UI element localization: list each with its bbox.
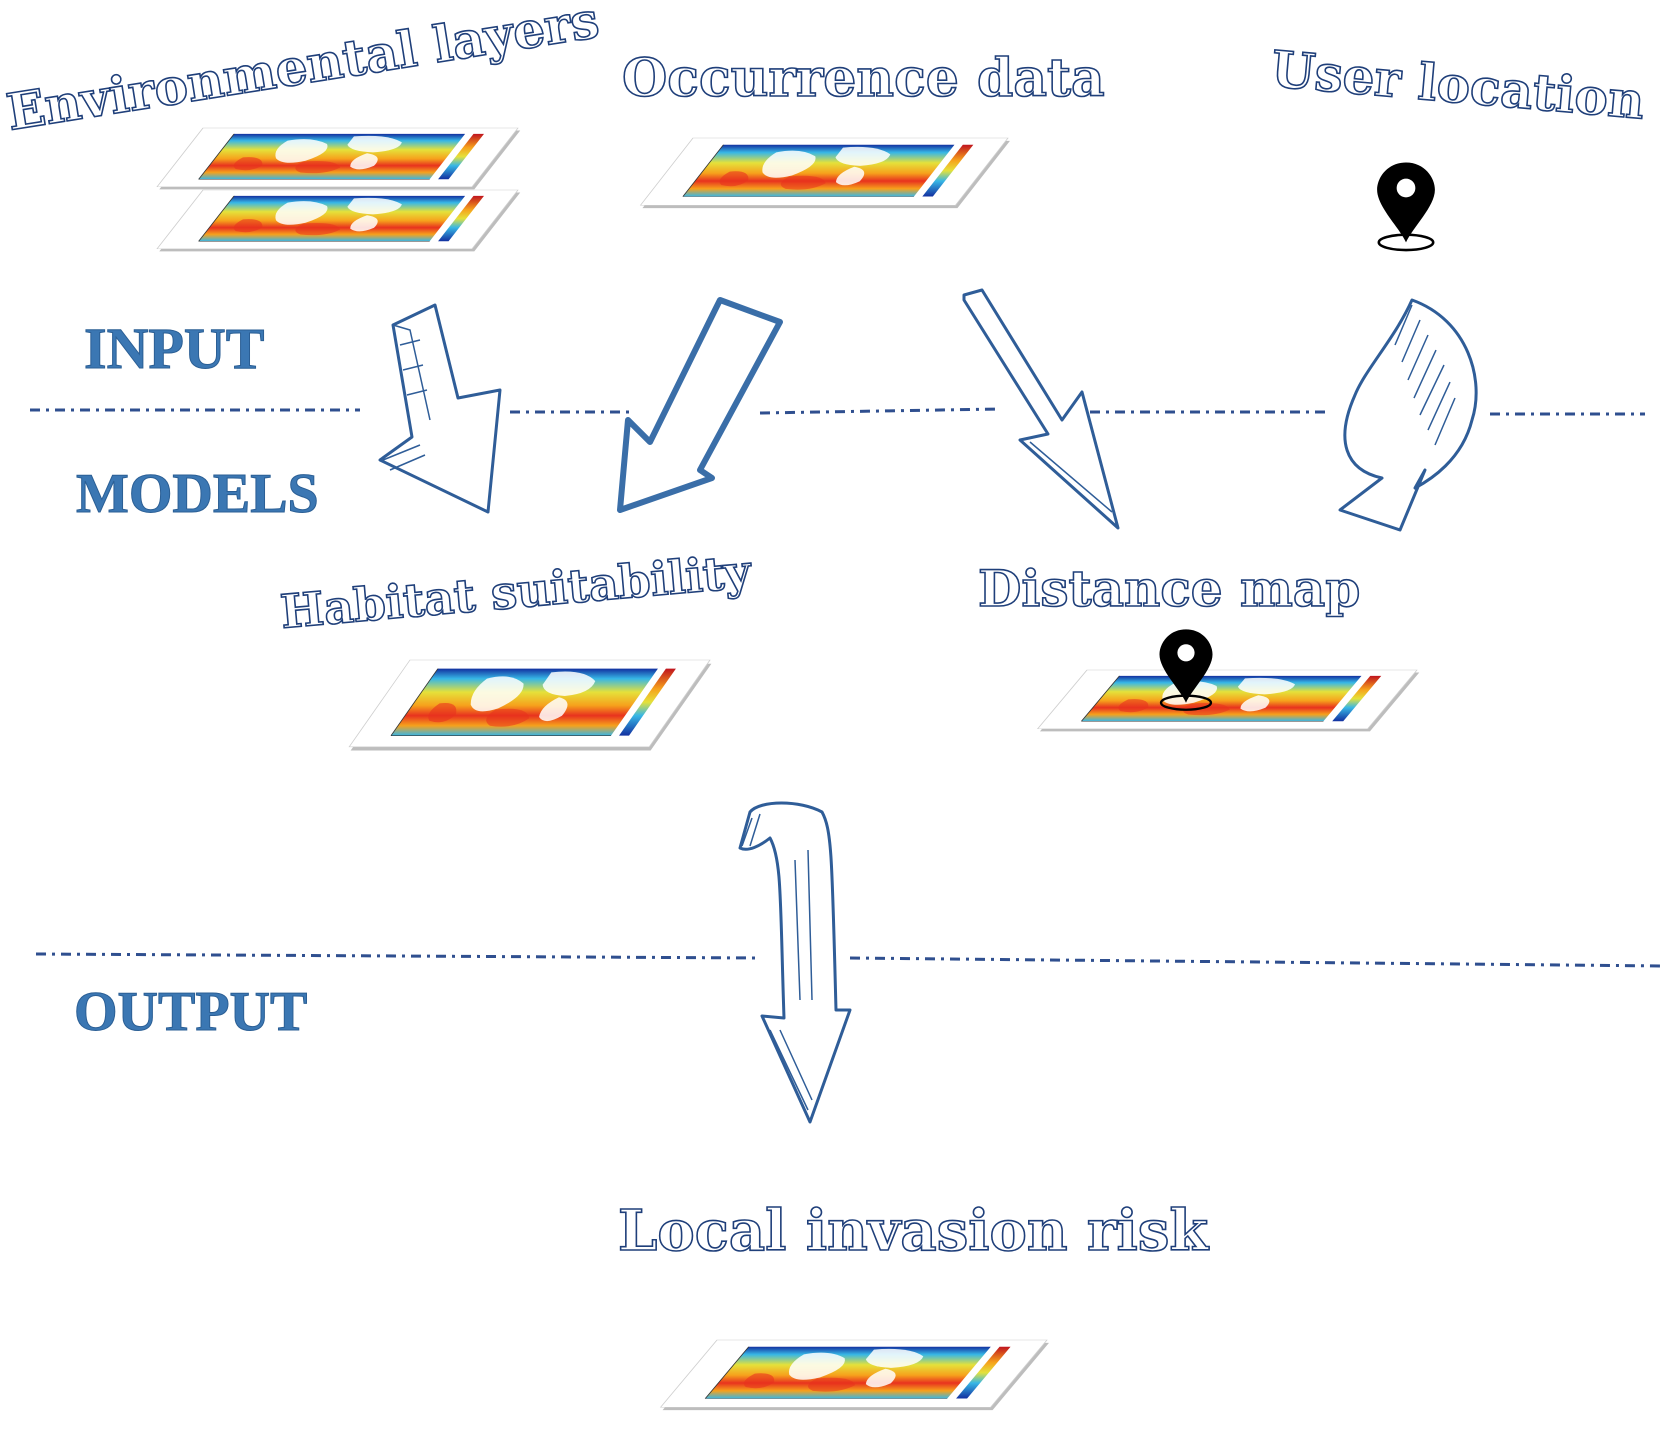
environmental-layers-title: Environmental layers [3,0,603,142]
models-output-divider-1 [35,952,761,960]
distance-map-pin-icon [1158,628,1214,711]
arrow-models-to-output [738,801,852,1124]
environmental-layer-map-front [154,127,523,190]
input-section-label: INPUT [84,316,264,381]
occurrence-data-map [637,137,1013,209]
user-location-title: User location [1269,39,1647,130]
models-output-divider-2 [849,956,1665,968]
models-section-label: MODELS [76,463,319,525]
arrow-environmental-to-habitat [378,303,502,514]
habitat-suitability-map [346,659,715,752]
output-section-label: OUTPUT [74,981,307,1043]
occurrence-data-title: Occurrence data [622,48,1105,109]
user-location-pin-icon [1375,161,1437,252]
arrow-occurrence-to-distance [962,288,1120,530]
arrow-user-location-to-distance [1338,298,1478,532]
arrow-occurrence-to-habitat [617,297,783,513]
input-models-divider-3 [759,407,1001,415]
local-invasion-risk-title: Local invasion risk [618,1198,1209,1264]
distance-map-title: Distance map [978,559,1360,618]
local-invasion-risk-map [657,1339,1052,1411]
distance-map-map [1034,669,1422,732]
habitat-suitability-title: Habitat suitability [278,544,754,639]
environmental-layer-map-back [154,189,523,252]
